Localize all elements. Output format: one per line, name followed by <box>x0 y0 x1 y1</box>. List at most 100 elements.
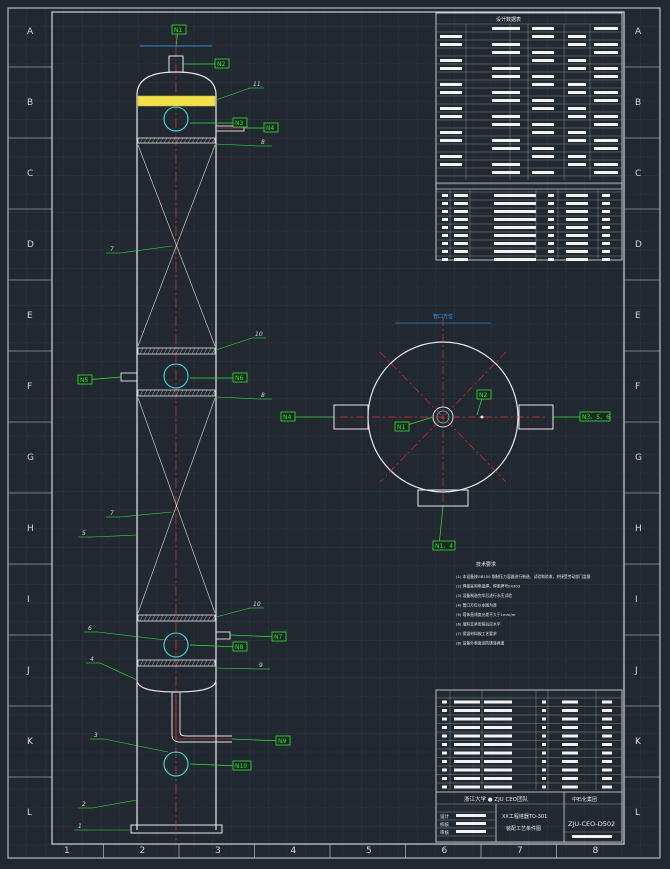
nozzle-orientation-section: 管口方位 <box>333 313 554 507</box>
nozzle-tag: N10 <box>235 763 247 770</box>
row-label: F <box>27 382 32 392</box>
part-label: 10 <box>253 601 261 608</box>
row-label: G <box>635 453 642 463</box>
column-label: 3 <box>215 846 221 856</box>
row-label: B <box>27 98 33 108</box>
nozzle-tag: N7 <box>274 634 282 641</box>
row-label: I <box>635 595 638 605</box>
row-label: L <box>27 808 32 818</box>
row-label: G <box>27 453 34 463</box>
technical-note: (5) 塔体直线度允差不大于1mm/m <box>456 612 516 617</box>
row-label: J <box>634 666 638 676</box>
nozzle-tag: N3 <box>235 120 243 127</box>
nozzle-tag-box <box>271 631 287 642</box>
technical-note: (2) 焊接采用电弧焊，焊条牌号E4303 <box>456 584 521 589</box>
row-label: E <box>635 311 641 321</box>
row-label: C <box>635 169 641 179</box>
nozzle-tag: N3、5、6 <box>582 414 610 421</box>
row-label: L <box>635 808 640 818</box>
nozzle-tag-box <box>171 24 187 35</box>
drawing-number: ZJU-CEO-D502 <box>568 820 615 828</box>
column-label: 2 <box>140 846 146 856</box>
part-label: 4 <box>90 656 94 663</box>
part-label: 10 <box>255 331 263 338</box>
row-label: H <box>635 524 642 534</box>
column-vessel <box>120 28 245 840</box>
nozzle-tag: N2 <box>217 61 225 68</box>
part-label: 2 <box>82 801 86 808</box>
technical-note: (4) 管口方位以本图为准 <box>456 603 497 608</box>
nozzle-tag: N4 <box>283 414 291 421</box>
column-label: 6 <box>442 846 448 856</box>
notes-title: 技术要求 <box>476 561 496 568</box>
row-label: I <box>27 595 30 605</box>
nozzle-tag: N9 <box>278 738 286 745</box>
row-label: D <box>27 240 34 250</box>
part-label: 5 <box>82 530 86 537</box>
column-label: 5 <box>366 846 372 856</box>
company-name: 中石化集团 <box>572 796 597 803</box>
title-block: 浙江大学 ● ZJU CEO团队 中石化集团 XX工程塔器TO-301 装配工艺条件图… <box>435 689 623 843</box>
part-label: 11 <box>253 81 261 88</box>
row-label: E <box>27 311 33 321</box>
row-label: D <box>635 240 642 250</box>
outer-border <box>7 7 661 859</box>
part-label: 3 <box>94 732 98 739</box>
technical-note: (8) 设备外表面涂防锈漆两道 <box>456 641 505 646</box>
part-label: 9 <box>259 662 263 669</box>
drawing-name: 装配工艺条件图 <box>506 825 541 832</box>
nozzle-tag: N4 <box>266 125 274 132</box>
nozzle-tag-box <box>232 117 248 128</box>
project-name: XX工程塔器TO-301 <box>502 813 547 820</box>
nozzle-tag-box <box>275 735 291 746</box>
column-label: 1 <box>64 846 70 856</box>
row-label: H <box>27 524 34 534</box>
technical-note: (6) 填料支承安装后应水平 <box>456 622 501 627</box>
nozzle-tag: N1 <box>397 424 405 431</box>
nozzle-tag-box <box>232 372 248 383</box>
demister-pad <box>137 95 216 107</box>
row-label: B <box>635 98 641 108</box>
nozzle-tag-box <box>476 389 492 400</box>
nozzle-tag-box <box>263 122 279 133</box>
part-label: 7 <box>110 246 114 253</box>
nozzle-tag-box <box>280 411 296 422</box>
technical-notes: 技术要求 (1) 本设备按GB150 钢制压力容器进行制造、试验和验收，并接受劳… <box>456 561 591 646</box>
nozzle-tag-box <box>432 540 456 551</box>
technical-note: (7) 保温材料按工艺要求 <box>456 631 497 636</box>
signature-row-label: 校核 <box>440 821 449 828</box>
column-label: 4 <box>291 846 297 856</box>
background-grid <box>7 7 660 858</box>
nozzle-tag: N2 <box>479 392 487 399</box>
technical-note: (3) 设备制造完毕后进行水压试验 <box>456 593 512 598</box>
nozzle-tag-box <box>579 411 611 422</box>
part-label: 8 <box>261 392 265 399</box>
signature-row-label: 审核 <box>440 829 449 836</box>
technical-note: (1) 本设备按GB150 钢制压力容器进行制造、试验和验收，并接受劳动部门监督 <box>456 574 591 579</box>
part-label: 8 <box>261 139 265 146</box>
row-label: K <box>635 737 642 747</box>
nozzle-tag: N1、4 <box>435 543 453 550</box>
nozzle-tag: N1 <box>174 27 182 34</box>
row-label: J <box>26 666 30 676</box>
column-label: 7 <box>517 846 523 856</box>
row-label: K <box>27 737 34 747</box>
nozzle-tag: N6 <box>235 375 243 382</box>
part-label: 7 <box>110 510 114 517</box>
row-label: F <box>635 382 640 392</box>
nozzle-tag-box <box>232 760 252 771</box>
part-label: 1 <box>78 823 82 830</box>
nozzle-tag-box <box>214 58 230 69</box>
top-data-table: 设计数据表 <box>435 12 623 261</box>
signature-row-label: 设计 <box>440 813 449 820</box>
column-label: 8 <box>593 846 599 856</box>
nozzle-tag-box <box>232 641 248 652</box>
school-name: 浙江大学 ● ZJU CEO团队 <box>464 795 529 803</box>
section-label: 管口方位 <box>433 313 453 320</box>
nozzle-tag: N5 <box>80 377 88 384</box>
